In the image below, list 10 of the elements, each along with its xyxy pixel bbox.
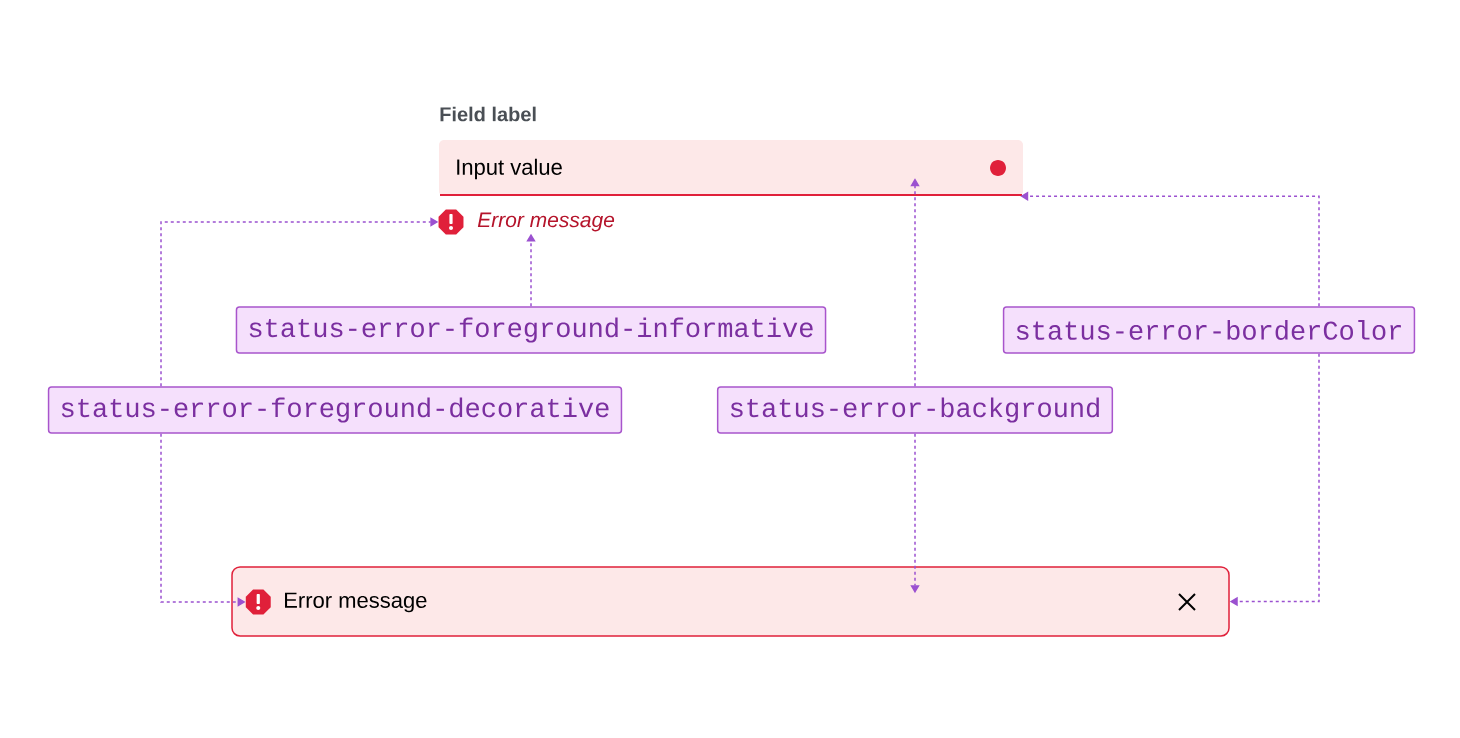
input-field: Input value	[439, 140, 1023, 196]
field-label: Field label	[440, 106, 536, 122]
error-icon	[245, 589, 271, 615]
error-text: Error message	[477, 212, 615, 232]
token-label: status-error-background	[716, 386, 1114, 434]
error-icon	[438, 209, 464, 235]
token-label: status-error-foreground-decorative	[47, 386, 623, 434]
token-label: status-error-foreground-informative	[235, 306, 827, 354]
error-banner: Error message	[231, 566, 1230, 637]
token-label: status-error-borderColor	[1002, 306, 1416, 354]
